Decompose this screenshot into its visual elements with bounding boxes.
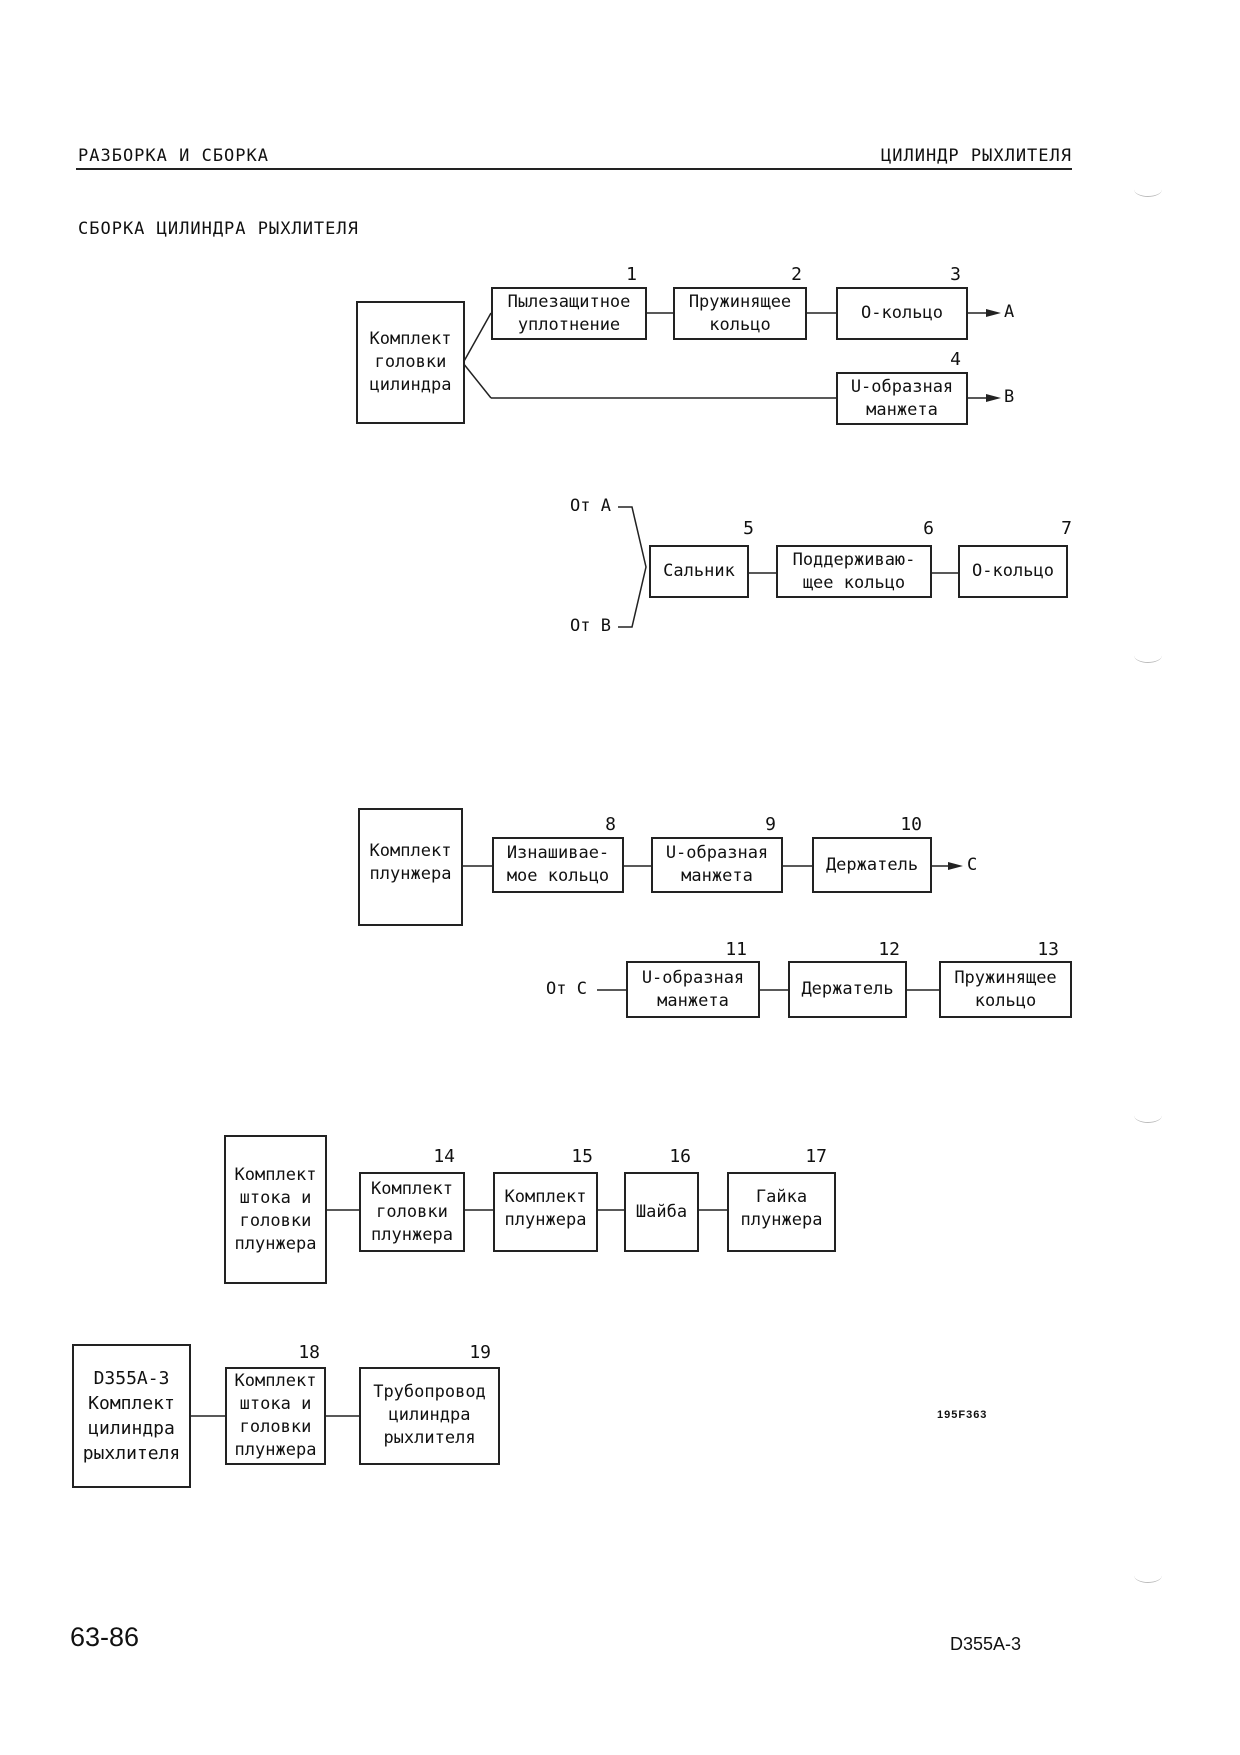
- spring-ring-box-2: Пружинящее кольцо: [939, 961, 1072, 1018]
- dust-seal-box: Пылезащитное уплотнение: [491, 287, 647, 340]
- header-right: ЦИЛИНДР РЫХЛИТЕЛЯ: [881, 146, 1072, 166]
- footer-model: D355A-3: [950, 1634, 1022, 1654]
- ripper-cylinder-piping-box: Трубопровод цилиндра рыхлителя: [359, 1367, 500, 1465]
- plunger-assembly-box: Комплект плунжера: [358, 808, 463, 926]
- step-number-14: 14: [433, 1146, 455, 1167]
- wear-ring-box: Изнашивае- мое кольцо: [492, 837, 624, 893]
- holder-box-2: Держатель: [788, 961, 907, 1018]
- binder-mark: [1134, 648, 1162, 663]
- output-label-c: C: [967, 855, 978, 875]
- holder-box: Держатель: [812, 837, 932, 893]
- step-number-19: 19: [469, 1342, 491, 1363]
- step-number-10: 10: [900, 814, 922, 835]
- rod-and-plunger-head-assembly-box: Комплект штока и головки плунжера: [224, 1135, 327, 1284]
- step-number-18: 18: [298, 1342, 320, 1363]
- step-number-8: 8: [605, 814, 616, 835]
- o-ring-box: O-кольцо: [836, 287, 968, 340]
- step-number-7: 7: [1061, 518, 1072, 539]
- step-number-4: 4: [950, 349, 961, 370]
- from-c-label: От C: [546, 979, 587, 999]
- step-number-16: 16: [669, 1146, 691, 1167]
- section-title: СБОРКА ЦИЛИНДРА РЫХЛИТЕЛЯ: [78, 219, 359, 239]
- step-number-2: 2: [791, 264, 802, 285]
- step-number-12: 12: [878, 939, 900, 960]
- plunger-head-assembly-box: Комплект головки плунжера: [359, 1172, 465, 1252]
- backup-ring-box: Поддерживаю- щее кольцо: [776, 545, 932, 598]
- step-number-13: 13: [1037, 939, 1059, 960]
- u-packing-box-3: U-образная манжета: [626, 961, 760, 1018]
- washer-box: Шайба: [624, 1172, 699, 1252]
- step-number-3: 3: [950, 264, 961, 285]
- step-number-15: 15: [571, 1146, 593, 1167]
- rod-and-plunger-head-assembly-box-2: Комплект штока и головки плунжера: [225, 1367, 326, 1465]
- step-number-11: 11: [725, 939, 747, 960]
- spring-ring-box: Пружинящее кольцо: [673, 287, 807, 340]
- u-packing-box-2: U-образная манжета: [651, 837, 783, 893]
- binder-mark: [1134, 1108, 1162, 1123]
- cylinder-head-assembly-box: Комплект головки цилиндра: [356, 301, 465, 424]
- step-number-1: 1: [626, 264, 637, 285]
- arrowheads: [948, 309, 1001, 870]
- u-packing-box: U-образная манжета: [836, 372, 968, 425]
- output-label-a: A: [1004, 302, 1015, 322]
- step-number-17: 17: [805, 1146, 827, 1167]
- plunger-nut-box: Гайка плунжера: [727, 1172, 836, 1252]
- from-b-label: От B: [570, 616, 611, 636]
- figure-code: 195F363: [937, 1409, 988, 1421]
- page-number: 63-86: [70, 1622, 140, 1652]
- binder-mark: [1134, 1568, 1162, 1583]
- step-number-9: 9: [765, 814, 776, 835]
- plunger-assembly-box-2: Комплект плунжера: [493, 1172, 598, 1252]
- header-left: РАЗБОРКА И СБОРКА: [78, 146, 269, 166]
- header-rule: [76, 168, 1072, 170]
- oil-seal-box: Сальник: [649, 545, 749, 598]
- o-ring-box-2: O-кольцо: [958, 545, 1068, 598]
- step-number-6: 6: [923, 518, 934, 539]
- step-number-5: 5: [743, 518, 754, 539]
- ripper-cylinder-assembly-box: D355A-3 Комплект цилиндра рыхлителя: [72, 1344, 191, 1488]
- binder-mark: [1134, 182, 1162, 197]
- from-a-label: От A: [570, 496, 611, 516]
- output-label-b: B: [1004, 387, 1015, 407]
